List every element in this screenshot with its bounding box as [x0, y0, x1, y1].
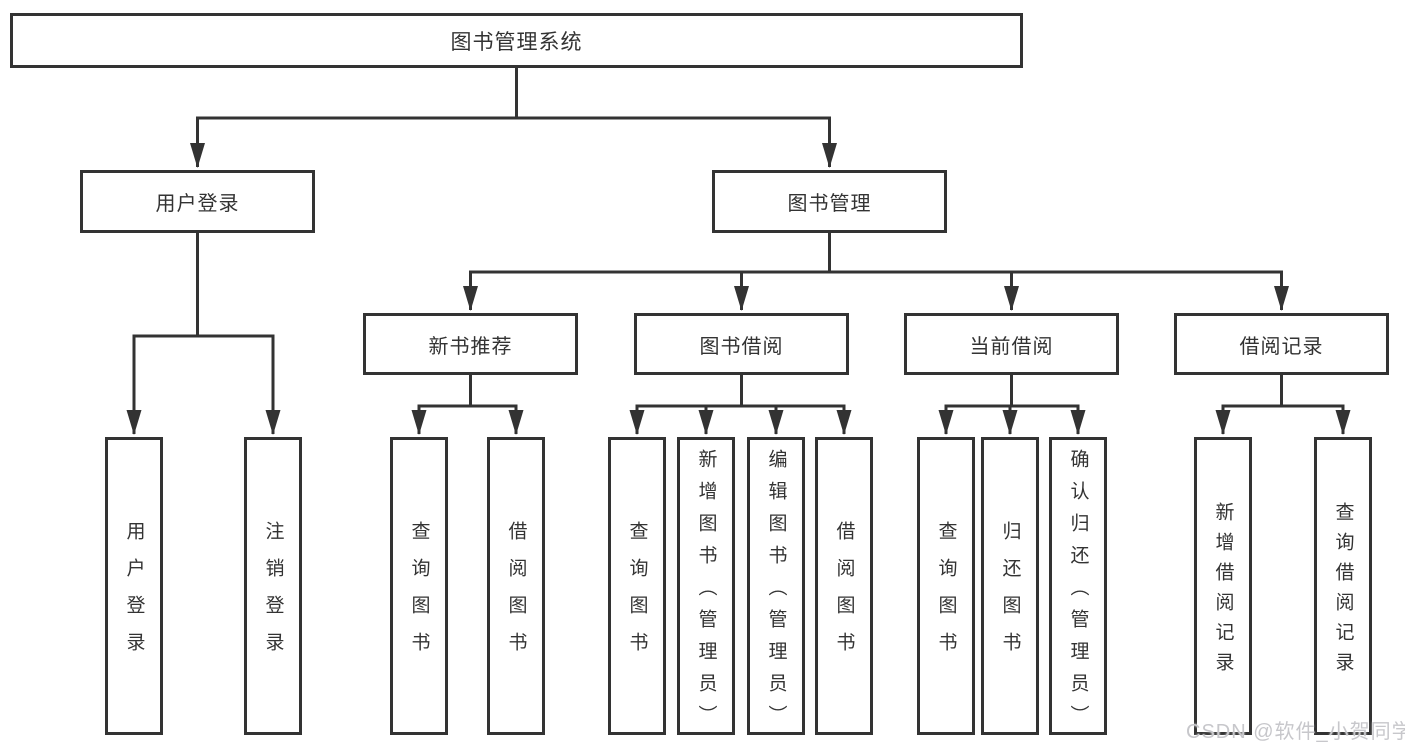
connector-group	[126, 66, 1351, 435]
leaf-add-book-admin: 新增图书（管理员）	[677, 437, 735, 737]
leaf-query-books-3: 查询图书	[917, 437, 975, 735]
leaf-add-borrow-record: 新增借阅记录	[1194, 437, 1252, 735]
node-new-book-recommend: 新书推荐	[363, 313, 578, 375]
node-book-borrowing: 图书借阅	[634, 313, 849, 375]
leaf-query-borrow-record: 查询借阅记录	[1314, 437, 1372, 735]
node-current-borrowing: 当前借阅	[904, 313, 1119, 375]
node-book-management: 图书管理	[712, 170, 947, 233]
csdn-watermark: CSDN @软件_小贺同学	[1186, 721, 1405, 743]
leaf-borrow-books-2: 借阅图书	[815, 437, 873, 735]
leaf-borrow-books-1: 借阅图书	[487, 437, 545, 735]
leaf-confirm-return-admin: 确认归还（管理员）	[1049, 437, 1107, 737]
leaf-logout: 注销登录	[244, 437, 302, 735]
leaf-query-books-2: 查询图书	[608, 437, 666, 735]
node-user-login: 用户登录	[80, 170, 315, 233]
node-borrowing-records: 借阅记录	[1174, 313, 1389, 375]
node-root: 图书管理系统	[10, 13, 1023, 68]
leaf-user-login: 用户登录	[105, 437, 163, 735]
leaf-query-books-1: 查询图书	[390, 437, 448, 735]
leaf-return-books: 归还图书	[981, 437, 1039, 735]
leaf-edit-book-admin: 编辑图书（管理员）	[747, 437, 805, 737]
